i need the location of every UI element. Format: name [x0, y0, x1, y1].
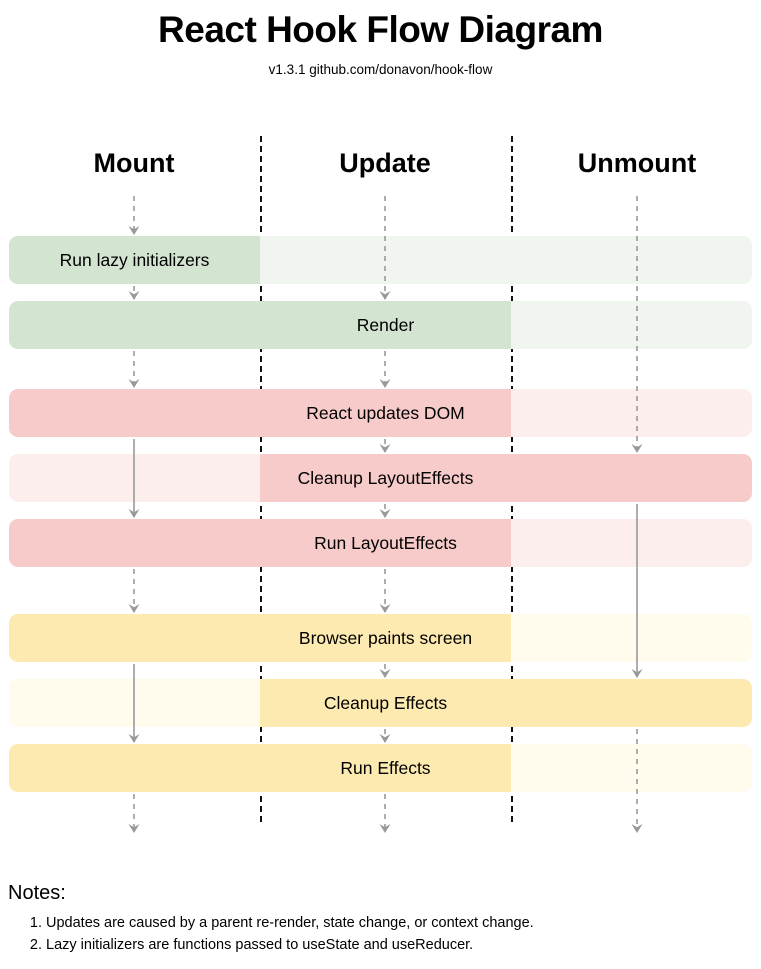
flow-cell-update — [260, 519, 511, 567]
arrow-head — [128, 509, 140, 518]
flow-cell-update — [260, 236, 511, 284]
notes-section: Notes: Updates are caused by a parent re… — [0, 880, 761, 956]
arrow-head — [379, 734, 391, 743]
flow-row-label: Cleanup LayoutEffects — [297, 468, 474, 488]
arrow-head — [631, 669, 643, 678]
arrow-head — [379, 669, 391, 678]
flow-row: Browser paints screen — [9, 614, 752, 662]
flow-row-label: Run LayoutEffects — [314, 533, 457, 553]
flow-row: Run lazy initializers — [9, 236, 752, 284]
flow-cell-mount — [9, 389, 260, 437]
arrow-head — [128, 824, 140, 833]
flow-row: Cleanup LayoutEffects — [9, 454, 752, 502]
arrow-head — [128, 604, 140, 613]
flow-row: Run Effects — [9, 744, 752, 792]
flow-cell-update — [260, 301, 511, 349]
flow-cell-unmount — [511, 301, 752, 349]
note-item: Lazy initializers are functions passed t… — [46, 934, 761, 956]
flow-cell-unmount — [511, 614, 752, 662]
flow-cell-unmount — [511, 519, 752, 567]
flow-cell-mount — [9, 614, 260, 662]
arrow-head — [128, 734, 140, 743]
flow-cell-update — [260, 679, 511, 727]
arrow-head — [379, 604, 391, 613]
flow-cell-mount — [9, 236, 260, 284]
flow-row-label: Render — [356, 315, 415, 335]
arrow-head — [631, 824, 643, 833]
flow-cell-update — [260, 454, 511, 502]
flow-cell-unmount — [511, 389, 752, 437]
flow-row-label: React updates DOM — [306, 403, 465, 423]
flow-cell-mount — [9, 519, 260, 567]
arrow-head — [379, 291, 391, 300]
arrow-head — [379, 824, 391, 833]
flow-row-label: Cleanup Effects — [323, 693, 448, 713]
page-title: React Hook Flow Diagram — [158, 9, 603, 50]
flow-cell-update — [260, 389, 511, 437]
flow-cell-unmount — [511, 454, 752, 502]
flow-row: Run LayoutEffects — [9, 519, 752, 567]
notes-title: Notes: — [8, 882, 66, 904]
page-subtitle: v1.3.1 github.com/donavon/hook-flow — [268, 62, 493, 77]
arrow-head — [128, 379, 140, 388]
arrow-head — [128, 226, 140, 235]
flow-row-label: Run lazy initializers — [59, 250, 210, 270]
flow-cell-update — [260, 744, 511, 792]
arrow-head — [631, 444, 643, 453]
flow-row-label: Run Effects — [340, 758, 431, 778]
flow-cell-unmount — [511, 236, 752, 284]
arrow-head — [128, 291, 140, 300]
note-item: Updates are caused by a parent re-render… — [46, 912, 761, 934]
flow-cell-mount — [9, 454, 260, 502]
flow-cell-mount — [9, 301, 260, 349]
column-header-mount: Mount — [93, 148, 175, 178]
arrow-head — [379, 509, 391, 518]
column-header-unmount: Unmount — [577, 148, 697, 178]
column-header-update: Update — [339, 148, 431, 178]
arrow-head — [379, 444, 391, 453]
flow-cell-mount — [9, 744, 260, 792]
flow-cell-unmount — [511, 679, 752, 727]
flow-row: React updates DOM — [9, 389, 752, 437]
flow-cell-mount — [9, 679, 260, 727]
page-header: React Hook Flow Diagram v1.3.1 github.co… — [0, 0, 761, 78]
flow-row: Cleanup Effects — [9, 679, 752, 727]
notes-list: Updates are caused by a parent re-render… — [0, 912, 761, 956]
arrow-head — [379, 379, 391, 388]
flow-cell-update — [260, 614, 511, 662]
flow-cell-unmount — [511, 744, 752, 792]
flow-row-label: Browser paints screen — [298, 628, 473, 648]
flow-row: Render — [9, 301, 752, 349]
